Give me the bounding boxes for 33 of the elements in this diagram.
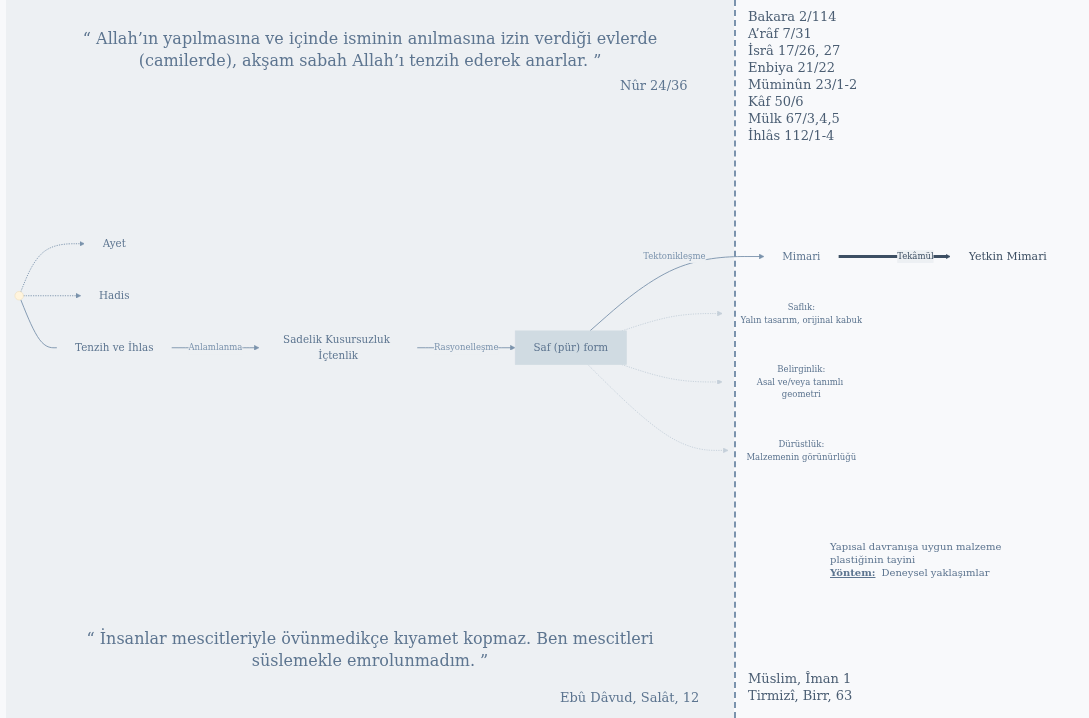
- node-text: Ayet: [102, 237, 126, 250]
- source-citation: Ebû Dâvud, Salât, 12: [560, 690, 700, 705]
- quote-text: “ Allah’ın yapılmasına ve içinde isminin anılmasına izin verdiği evlerde (camilerde), akşam sabah Allah’ı tenzih ederek anarlar. ”: [81, 28, 659, 72]
- edge-label: Tektonikleşme: [643, 251, 706, 262]
- reference-text: Müminûn 23/1-2: [748, 76, 858, 93]
- reference-text: Kâf 50/6: [748, 93, 805, 110]
- reference-text: A’râf 7/31: [748, 25, 813, 42]
- node-text: Hadis: [99, 289, 130, 302]
- reference-text: Tirmizî, Birr, 63: [748, 687, 853, 704]
- node-text: Saflık: Yalın tasarım, orijinal kabuk: [740, 302, 863, 325]
- method-label: Yöntem:: [830, 567, 876, 578]
- node-text: Belirginlik: Asal ve/veya tanımlı geometri: [756, 364, 844, 400]
- method-text: Deneysel yaklaşımlar: [881, 567, 990, 578]
- quote-text: “ İnsanlar mescitleriyle övünmedikçe kıyamet kopmaz. Ben mescitleri süslemekle emrolunmadım. ”: [85, 628, 655, 672]
- note-text: Yapısal davranışa uygun malzeme plastiğinin tayini: [830, 540, 1003, 566]
- reference-text: İhlâs 112/1-4: [748, 127, 836, 144]
- reference-text: Bakara 2/114: [748, 8, 838, 25]
- edge-label: Tekâmül: [897, 251, 934, 262]
- node-text: Dürüstlük: Malzemenin görünürlüğü: [746, 439, 857, 462]
- node-text: Mimari: [782, 250, 821, 263]
- node-text: Yetkin Mimari: [968, 250, 1047, 264]
- edge-label: Rasyonelleşme: [433, 343, 499, 353]
- reference-text: İsrâ 17/26, 27: [748, 42, 842, 59]
- node-text: Sadelik Kusursuzluk İçtenlik: [283, 333, 390, 362]
- reference-text: Müslim, Îman 1: [748, 670, 853, 687]
- node-box: Saf (pür) form: [514, 331, 627, 366]
- node-circle: [14, 291, 24, 301]
- connector: [20, 299, 58, 349]
- node-text: Tenzih ve İhlas: [75, 341, 154, 354]
- reference-text: Mülk 67/3,4,5: [748, 110, 841, 127]
- edge-label: Anlamlanma: [188, 343, 243, 353]
- source-citation: Nûr 24/36: [620, 78, 688, 93]
- reference-text: Enbiya 21/22: [748, 59, 837, 76]
